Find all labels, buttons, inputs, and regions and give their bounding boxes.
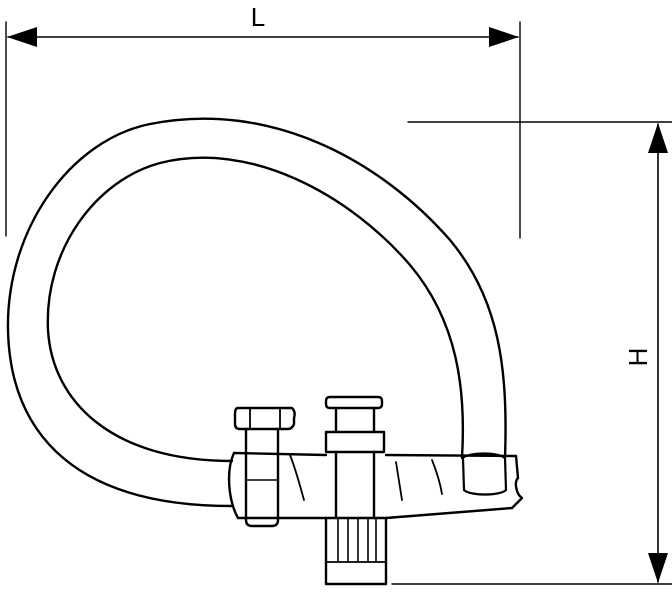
saddle-left-end	[227, 451, 240, 520]
pipe-end-bottom	[462, 488, 508, 496]
stud-shank	[334, 450, 376, 520]
curved-pipe	[6, 117, 508, 508]
dimension-h-label: H	[623, 348, 653, 367]
stud-cap	[324, 395, 384, 410]
pipe-end-wall-left	[461, 456, 466, 492]
saddle-bottom-edge	[236, 506, 514, 520]
saddle-contour-3	[289, 454, 305, 501]
hex-bolt-head	[233, 406, 296, 431]
hex-bolt-shank	[244, 427, 280, 528]
stud-right	[324, 395, 388, 586]
saddle-contour-2	[431, 459, 443, 495]
stud-collar	[324, 430, 386, 454]
saddle-contour-1	[395, 461, 403, 501]
saddle-top-edge	[232, 451, 518, 458]
stud-threaded-end	[324, 516, 388, 586]
saddle-body	[227, 451, 524, 520]
stud-upper-shank	[334, 406, 376, 434]
pipe-end-wall-right	[503, 456, 508, 492]
dimension-h: H	[391, 121, 672, 585]
dimension-l-label: L	[251, 2, 265, 32]
saddle-right-end	[510, 454, 524, 510]
pipe-outer-edge	[6, 117, 507, 508]
hex-bolt-left	[233, 406, 296, 528]
dimension-l: L	[5, 2, 521, 239]
pipe-inner-edge	[46, 156, 465, 463]
